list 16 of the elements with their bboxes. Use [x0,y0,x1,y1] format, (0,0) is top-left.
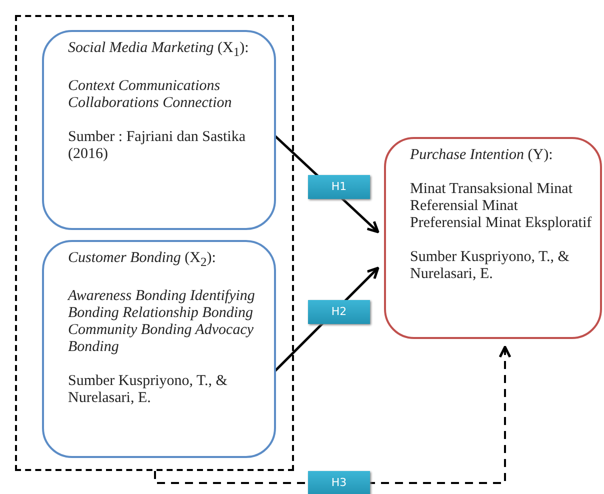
edge-label: H3 [308,471,370,494]
box-text: Sumber : Fajriani dan Sastika (2016) [68,129,246,163]
dashed-group-box [15,15,294,471]
box-text: Customer Bonding (X$_{2}$): [68,250,217,271]
box-text: Context Communications Collaborations Connection [68,78,233,112]
rounded-box [42,30,276,230]
rounded-box [384,137,602,339]
rounded-box [42,240,276,458]
box-text: Awareness Bonding Identifying Bonding Relationship Bonding Community Bonding Advocacy Bonding [68,288,256,356]
edge-label: H2 [308,300,370,324]
box-text: Purchase Intention (Y): [410,147,554,164]
box-text: Sumber Kuspriyono, T., & Nurelasari, E. [68,373,228,407]
box-text: Social Media Marketing (X$_{1}$): [68,40,250,61]
edge-label: H1 [308,175,370,199]
box-text: Sumber Kuspriyono, T., & Nurelasari, E. [410,249,570,283]
box-text: Minat Transaksional Minat Referensial Minat Preferensial Minat Eksploratif [410,181,592,232]
